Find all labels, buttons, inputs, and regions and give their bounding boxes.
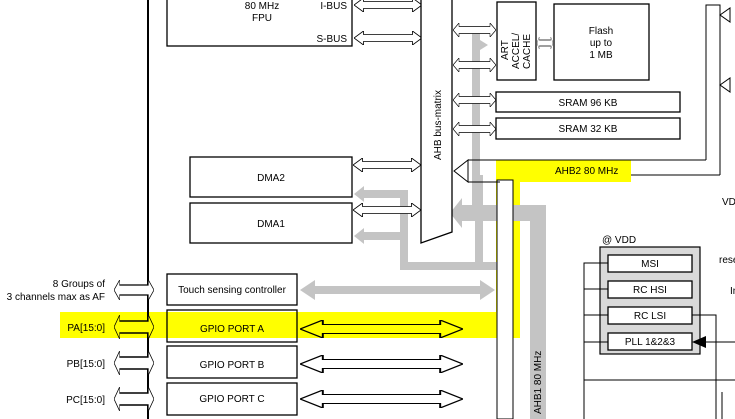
fpu-label: FPU — [252, 13, 272, 24]
gpio-port-b: PB[15:0] GPIO PORT B — [67, 345, 463, 379]
sram2-label: SRAM 32 KB — [559, 124, 618, 135]
touch-pins-line2: 3 channels max as AF — [7, 292, 105, 303]
gpio-b-pins: PB[15:0] — [67, 359, 106, 370]
flash-label-2: up to — [590, 38, 613, 49]
cpu-freq-label: 80 MHz — [245, 1, 279, 12]
gpio-c-pins: PC[15:0] — [66, 395, 105, 406]
msi-label: MSI — [641, 259, 659, 270]
flash-label-1: Flash — [589, 26, 613, 37]
int-label: In — [730, 286, 735, 297]
clock-rc-hsi — [607, 280, 693, 299]
touch-label: Touch sensing controller — [178, 285, 287, 296]
art-label-3: CACHE — [522, 34, 533, 69]
reset-label: rese — [719, 255, 735, 266]
clock-rc-lsi — [607, 306, 693, 325]
art-label-2: ACCEL/ — [511, 33, 522, 69]
gpio-port-a: PA[15:0] GPIO PORT A — [67, 309, 463, 343]
dma2-block — [189, 156, 353, 198]
gpio-a-label: GPIO PORT A — [200, 324, 264, 335]
sram1-label: SRAM 96 KB — [559, 98, 618, 109]
gpio-port-c: PC[15:0] GPIO PORT C — [66, 382, 463, 416]
ibus-label: I-BUS — [320, 1, 347, 12]
gpio-a-pins: PA[15:0] — [67, 323, 105, 334]
cpu-block: 80 MHz FPU I-BUS S-BUS — [166, 0, 353, 47]
ahb2-label: AHB2 80 MHz — [555, 166, 618, 177]
gray-buses — [300, 30, 546, 419]
vdd-label: VD — [722, 197, 735, 208]
dma1-label: DMA1 — [257, 219, 285, 230]
art-accelerator — [496, 1, 537, 81]
bus-matrix-label: AHB bus-matrix — [433, 90, 444, 160]
rc-hsi-label: RC HSI — [633, 285, 667, 296]
touch-pins-line1: 8 Groups of — [53, 279, 105, 290]
gpio-b-label: GPIO PORT B — [200, 360, 265, 371]
clock-domain-label: @ VDD — [602, 235, 636, 246]
clock-pll — [607, 332, 693, 351]
clock-msi — [607, 254, 693, 273]
flash-block — [553, 3, 650, 81]
touch-sensing-controller — [166, 273, 298, 306]
pll-input-arrow-icon — [692, 336, 706, 348]
sbus-label: S-BUS — [316, 34, 347, 45]
rc-lsi-label: RC LSI — [634, 311, 666, 322]
dma2-label: DMA2 — [257, 173, 285, 184]
ahb1-bus — [496, 179, 514, 419]
dma1-block — [189, 202, 353, 244]
art-label-1: ART — [500, 40, 511, 60]
ahb2-bus — [453, 4, 731, 184]
pll-label: PLL 1&2&3 — [625, 337, 676, 348]
flash-label-3: 1 MB — [589, 50, 613, 61]
sram2-block — [495, 117, 681, 140]
sram1-block — [495, 91, 681, 113]
gpio-c-label: GPIO PORT C — [199, 394, 264, 405]
ahb-bus-matrix — [420, 0, 453, 244]
ahb1-label: AHB1 80 MHz — [533, 351, 544, 414]
cpu-bus-arrows — [354, 0, 422, 45]
